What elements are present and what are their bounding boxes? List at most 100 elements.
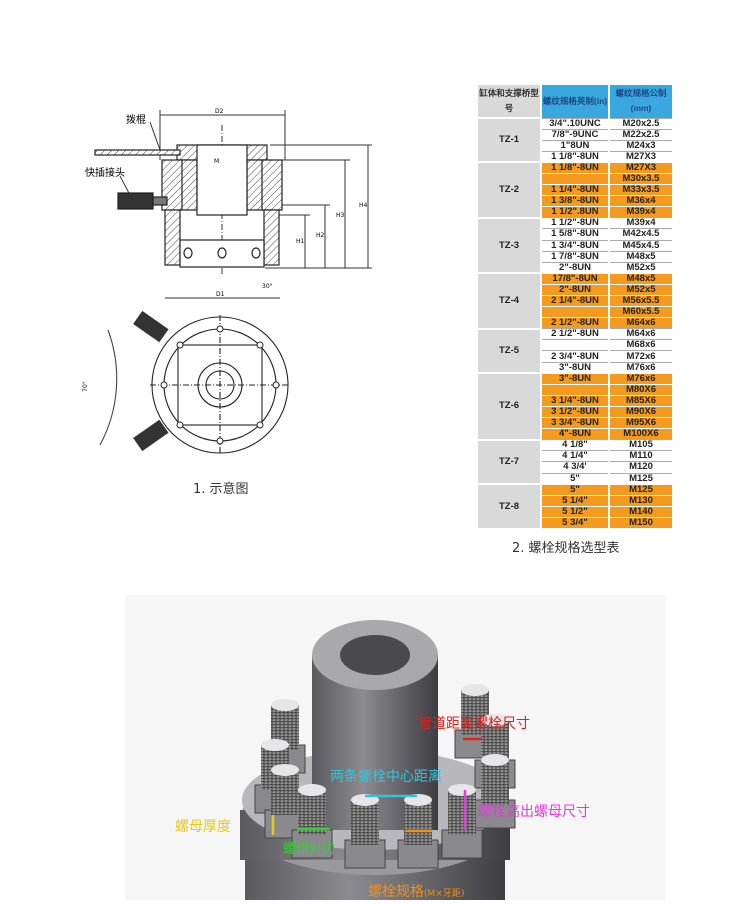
imperial-cell: 3/4".10UNC xyxy=(540,117,609,130)
table-row: 5 1/2"M140 xyxy=(478,505,672,518)
metric-cell: M110 xyxy=(608,450,672,462)
imperial-cell: 5 1/4" xyxy=(540,494,609,507)
imperial-cell: 2 3/4"-8UN xyxy=(540,350,609,363)
nut-thickness-label: 螺母厚度 xyxy=(175,819,231,835)
metric-cell: M52x5 xyxy=(608,261,672,274)
imperial-cell xyxy=(540,339,609,351)
dim-m: M xyxy=(214,158,220,165)
header-imperial: 螺纹规格英制(in) xyxy=(540,85,609,118)
imperial-cell: 1"8UN xyxy=(540,139,609,152)
dim-angle-70: 70° xyxy=(81,381,89,392)
metric-cell: M39x4 xyxy=(608,206,672,218)
dim-h4: H4 xyxy=(359,202,368,209)
bolt-spec-label: 螺栓规格(M×牙距) xyxy=(368,881,464,901)
imperial-cell: 2 1/4"-8UN xyxy=(540,294,609,307)
center-distance-label: 两条螺栓中心距离 xyxy=(330,769,442,785)
metric-cell: M90X6 xyxy=(608,405,672,418)
bolt xyxy=(397,794,439,869)
metric-cell: M24x3 xyxy=(608,139,672,152)
pipe-distance-label: 管道距离螺栓尺寸 xyxy=(418,716,530,732)
metric-cell: M52x5 xyxy=(608,283,672,296)
imperial-cell: 1 7/8"-8UN xyxy=(540,250,609,263)
metric-cell: M56x5.5 xyxy=(608,294,672,307)
metric-cell: M20x2.5 xyxy=(608,117,672,130)
dim-d1: D1 xyxy=(216,291,225,298)
figure1-caption: 1. 示意图 xyxy=(193,482,249,497)
metric-cell: M64x6 xyxy=(608,328,672,340)
metric-cell: M76x6 xyxy=(608,361,672,374)
model-cell: TZ-1 xyxy=(478,116,541,163)
imperial-cell: 5" xyxy=(540,472,609,485)
imperial-cell: 1 1/2".8UN xyxy=(540,206,609,218)
metric-cell: M150 xyxy=(608,516,672,528)
dim-h1: H1 xyxy=(296,238,305,245)
imperial-cell: 2 1/2"-8UN xyxy=(540,328,609,340)
figure2-caption: 2. 螺栓规格选型表 xyxy=(512,541,620,556)
imperial-cell: 2 1/2"-8UN xyxy=(540,317,609,329)
imperial-cell: 5" xyxy=(540,483,609,496)
imperial-cell: 17/8"-8UN xyxy=(540,272,609,285)
bolt-render-illustration xyxy=(240,620,516,900)
metric-cell: M64x6 xyxy=(608,317,672,329)
metric-cell: M30x3.5 xyxy=(608,172,672,185)
model-cell: TZ-5 xyxy=(478,327,541,374)
table-header-row: 缸体和支撑桥型号 螺纹规格英制(in) 螺纹规格公制(mm) xyxy=(478,85,672,118)
imperial-cell: 1 1/8"-8UN xyxy=(540,161,609,174)
imperial-cell: 1 3/4"-8UN xyxy=(540,239,609,252)
imperial-cell: 5 3/4" xyxy=(540,516,609,528)
table-row: M68x6 xyxy=(478,339,672,351)
metric-cell: M68x6 xyxy=(608,339,672,351)
metric-cell: M125 xyxy=(608,483,672,496)
metric-cell: M80X6 xyxy=(608,383,672,396)
dim-h2: H2 xyxy=(316,232,325,239)
metric-cell: M85X6 xyxy=(608,394,672,407)
imperial-cell: 5 1/2" xyxy=(540,505,609,518)
header-model: 缸体和支撑桥型号 xyxy=(478,85,541,118)
metric-cell: M48x5 xyxy=(608,272,672,285)
imperial-cell: 7/8"-9UNC xyxy=(540,128,609,141)
metric-cell: M120 xyxy=(608,461,672,473)
imperial-cell: 3 1/4"-8UN xyxy=(540,394,609,407)
metric-cell: M48x5 xyxy=(608,250,672,263)
bolt xyxy=(441,784,483,859)
metric-cell: M22x2.5 xyxy=(608,128,672,141)
table-row: 5"M125 xyxy=(478,472,672,485)
bolt xyxy=(474,754,516,829)
bolt xyxy=(291,784,333,859)
model-cell: TZ-8 xyxy=(478,483,541,528)
imperial-cell: 4"-8UN xyxy=(540,428,609,440)
metric-cell: M76x6 xyxy=(608,372,672,385)
dim-d2: D2 xyxy=(215,108,224,115)
imperial-cell xyxy=(540,306,609,318)
table-row: M60x5.5 xyxy=(478,306,672,318)
table-row: M80X6 xyxy=(478,383,672,396)
metric-cell: M45x4.5 xyxy=(608,239,672,252)
metric-cell: M42x4.5 xyxy=(608,228,672,241)
imperial-cell: 4 3/4' xyxy=(540,461,609,473)
dim-angle-30: 30° xyxy=(262,283,273,290)
metric-cell: M95X6 xyxy=(608,417,672,429)
bolt-protrusion-label: 螺栓高出螺母尺寸 xyxy=(478,804,590,820)
imperial-cell: 3"-8UN xyxy=(540,361,609,374)
imperial-cell: 1 1/4"-8UN xyxy=(540,184,609,196)
table-row: 4 3/4'M120 xyxy=(478,461,672,473)
metric-cell: M27X3 xyxy=(608,161,672,174)
schematic-drawing xyxy=(94,110,372,455)
